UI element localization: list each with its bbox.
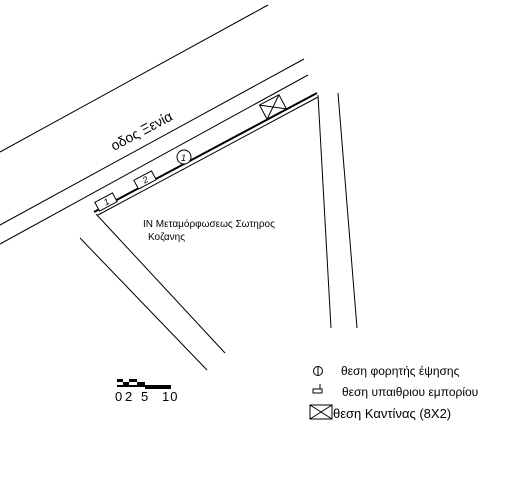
scale-label-2: 2 — [125, 389, 133, 404]
street-edge-bottom — [0, 74, 309, 245]
scale-label-0: 0 — [115, 389, 123, 404]
half-circle-icon — [313, 366, 323, 376]
legend-label-canteen: θεση Καντίνας (8Χ2) — [333, 406, 451, 421]
street-lines — [0, 4, 309, 245]
church-label-line2: Κοζανης — [148, 232, 185, 243]
plot-edge-right — [317, 94, 332, 329]
legend-label-stall: θεση υπαιθριου εμπορίου — [342, 385, 478, 399]
canteen-marker — [258, 94, 288, 120]
street-edge-lower — [0, 58, 305, 226]
church-label-line1: ΙΝ Μεταμόρφωσεως Σωτηρος — [143, 218, 275, 230]
scale-label-10: 10 — [162, 389, 178, 404]
grill-marker: 1 — [176, 149, 192, 165]
stall-marker-1: 1 — [94, 192, 118, 212]
legend-label-grill: θεση φορητής έψησης — [341, 364, 460, 378]
grill-marker-number: 1 — [181, 153, 186, 163]
scale-bar: 0 2 5 10 — [115, 379, 178, 404]
street-name: οδος Ξενία — [108, 108, 175, 154]
plot-edge-left — [95, 213, 226, 354]
street-edge-upper — [0, 4, 269, 153]
legend: θεση φορητής έψησης θεση υπαιθριου εμπορ… — [309, 364, 478, 421]
stall-icon — [312, 384, 323, 394]
outer-road-left — [79, 237, 208, 371]
plot-edge-top-inner — [97, 96, 319, 216]
stall-marker-1-number: 1 — [102, 196, 111, 207]
stall-marker-2: 2 — [133, 170, 157, 190]
scale-label-5: 5 — [141, 389, 149, 404]
box-cross-icon — [309, 404, 333, 420]
stall-marker-2-number: 2 — [140, 174, 150, 186]
outer-road-right — [337, 92, 358, 329]
